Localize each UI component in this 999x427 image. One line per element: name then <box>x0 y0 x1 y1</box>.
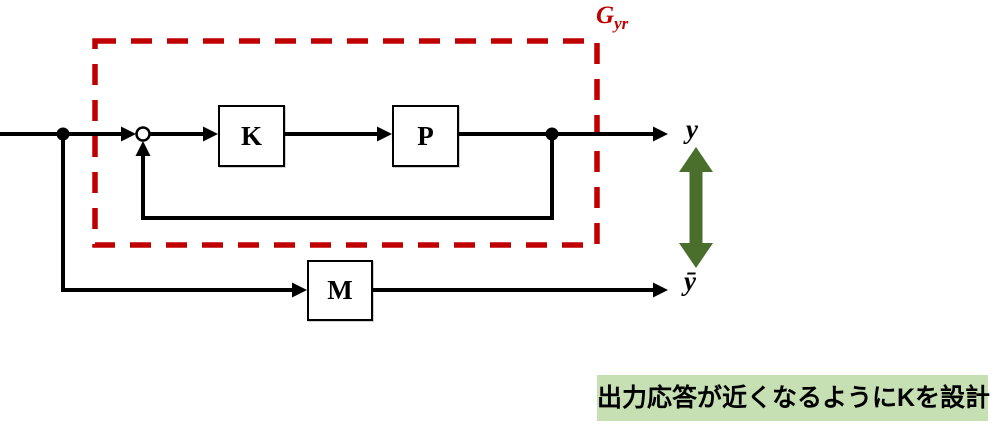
controller-block-label: K <box>240 120 262 151</box>
input-branch-to-m-line <box>61 134 295 292</box>
gyr-label-base: G <box>596 2 615 29</box>
feedback-line <box>141 134 554 220</box>
summing-junction-circle <box>135 126 151 142</box>
gyr-label-subscript: yr <box>614 14 629 33</box>
plant-block-P: P <box>392 105 459 167</box>
branch-dot-plant-output <box>545 127 559 141</box>
arrowhead-output-y <box>653 126 668 142</box>
arrowhead-into-m <box>292 282 307 298</box>
output-y-label: y <box>686 114 698 144</box>
model-block-label: M <box>327 275 353 305</box>
gyr-region-label: Gyr <box>596 2 628 34</box>
controller-block-K: K <box>218 105 285 167</box>
arrowhead-into-summing-junction <box>121 126 136 142</box>
arrowhead-feedback-into-summing-junction <box>135 141 151 156</box>
arrowhead-output-ybar <box>653 282 668 298</box>
branch-dot-input <box>56 127 70 141</box>
model-block-M: M <box>307 260 373 321</box>
output-ybar-label: ȳ <box>684 266 696 296</box>
plant-block-label: P <box>417 120 434 151</box>
gyr-region-dashed-box <box>92 38 600 248</box>
arrowhead-into-p <box>377 126 392 142</box>
arrowhead-into-k <box>203 126 218 142</box>
design-note-caption: 出力応答が近くなるようにKを設計 <box>597 375 990 421</box>
compare-double-arrow-icon <box>679 147 713 268</box>
